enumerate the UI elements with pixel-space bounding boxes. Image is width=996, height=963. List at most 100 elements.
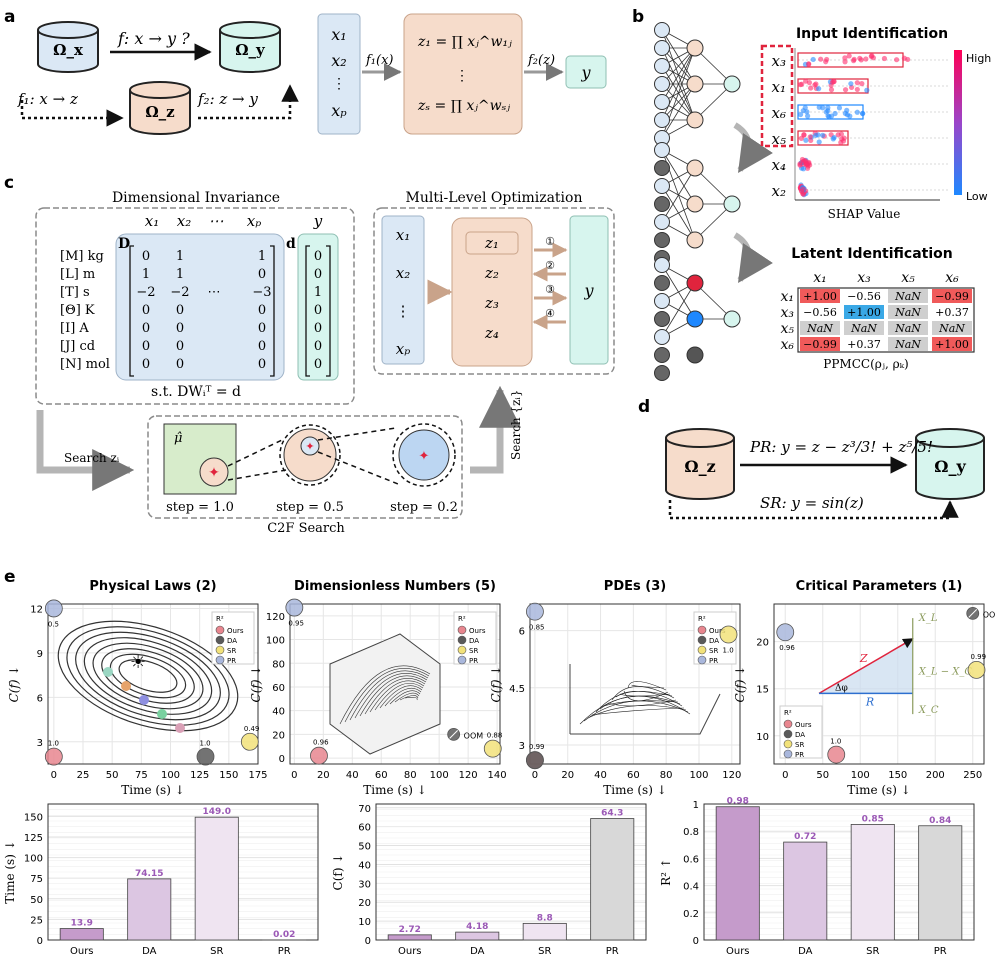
nn-input-node <box>654 40 670 56</box>
ppmcc-cell: +0.37 <box>935 306 969 319</box>
unit-label: [I] A <box>60 321 89 336</box>
bar-ytick: 60 <box>358 823 371 834</box>
shap-value-label: SHAP Value <box>828 207 901 221</box>
matrix-D-cell: 0 <box>142 303 150 318</box>
shap-point <box>863 56 869 62</box>
shap-point <box>830 136 836 142</box>
bar-ours <box>387 934 432 941</box>
scatter-point-ours <box>44 747 63 766</box>
nn-input-node <box>654 196 670 212</box>
surface-line <box>344 668 430 723</box>
matrix-col-head: xₚ <box>247 212 261 230</box>
f1-arrow <box>20 100 124 127</box>
shap-point <box>859 81 865 87</box>
pr-formula: PR: y = z − z³/3! + z⁵/5! <box>749 438 933 456</box>
legend-label: DA <box>709 637 719 645</box>
mlo-z: z₁ <box>484 234 499 252</box>
c2f-star: ✦ <box>305 440 314 453</box>
scatter-xtick: 60 <box>375 770 388 781</box>
nn-input-node <box>654 347 670 363</box>
bar-ytick: 75 <box>30 874 43 885</box>
legend-label: DA <box>795 731 805 739</box>
bar-ytick: 25 <box>30 915 43 926</box>
bar-ytick: 0.4 <box>683 882 699 893</box>
planet <box>121 681 131 691</box>
bar-ytick: 125 <box>24 833 43 844</box>
mlo-y-box <box>569 215 609 365</box>
bar-ytick: 0 <box>693 936 699 947</box>
shap-point <box>842 87 849 93</box>
scatter-ylabel: C(f) ↓ <box>733 666 747 703</box>
scatter-xtick: 175 <box>248 770 267 781</box>
pde-surface-line <box>591 707 685 716</box>
shap-point <box>806 80 813 86</box>
shap-point <box>831 79 837 85</box>
scatter-point-pr <box>285 598 304 617</box>
matrix-D-cell: 1 <box>176 249 184 264</box>
matrix-D-cell: 1 <box>142 267 150 282</box>
scatter-title: PDEs (3) <box>604 579 666 594</box>
ppmcc-cell-bg <box>800 337 840 351</box>
nn-input-node <box>654 275 670 291</box>
pde-surface-line <box>623 690 669 702</box>
legend-label: PR <box>227 657 236 665</box>
shap-feature-label: x₁ <box>772 78 786 96</box>
nn-input-node <box>654 257 670 273</box>
bar-value-label: 0.84 <box>929 816 951 826</box>
shap-point <box>806 61 812 67</box>
bar-category-label: Ours <box>726 946 750 957</box>
matrix-D-cell: 0 <box>258 339 266 354</box>
scatter-ytick: 20 <box>756 638 769 649</box>
ppmcc-cell-bg <box>932 321 972 335</box>
shap-point <box>854 86 860 93</box>
ppmcc-col-head: x₆ <box>945 270 959 286</box>
shap-point <box>816 104 822 110</box>
surface-line <box>384 688 422 707</box>
bar-ytick: 70 <box>358 804 371 815</box>
bracket <box>305 245 310 377</box>
unit-label: [N] mol <box>60 357 110 372</box>
nn-output-node <box>723 75 741 93</box>
scatter-point-label: 1.0 <box>723 646 734 654</box>
matrix-D-cell: 0 <box>142 357 150 372</box>
legend-label: Ours <box>227 627 244 635</box>
bar-value-label: 149.0 <box>203 807 231 817</box>
bar-ytick: 50 <box>30 895 43 906</box>
matrix-D-cell: 0 <box>176 303 184 318</box>
mlo-step-number: ③ <box>545 283 555 296</box>
ppmcc-col-head: x₃ <box>857 270 871 286</box>
c2f-zoom-line <box>227 469 287 481</box>
search-set-arrow <box>470 385 521 474</box>
surface-line <box>339 665 431 725</box>
output-y-box <box>565 55 607 89</box>
legend-marker <box>783 739 793 749</box>
bracket <box>129 245 134 377</box>
nn-input-node <box>654 365 670 381</box>
shap-point <box>801 132 807 138</box>
scatter-point-ours <box>827 745 846 764</box>
shap-point <box>842 55 848 61</box>
scatter-point-label: OOM <box>983 610 996 619</box>
scatter-xtick: 100 <box>851 770 870 781</box>
f2z-label: f₂(z) <box>527 53 555 68</box>
scatter-ytick: 20 <box>272 730 285 741</box>
pde-surface-line <box>631 684 665 689</box>
matrix-D-cell: 0 <box>176 357 184 372</box>
nn-hidden-node <box>686 159 704 177</box>
bar-ytick: 20 <box>358 898 371 909</box>
legend-marker <box>783 719 793 729</box>
bar-da <box>783 841 828 941</box>
constraint-label: s.t. DWᵢᵀ = d <box>151 384 241 400</box>
scatter-point-da <box>196 747 215 766</box>
nn-hidden-node <box>686 75 704 93</box>
orbit <box>57 620 239 732</box>
scatter-title: Physical Laws (2) <box>89 579 216 594</box>
neural-networks <box>654 22 741 381</box>
legend-label: SR <box>795 741 804 749</box>
shap-point <box>901 55 907 61</box>
ppmcc-col-head: x₅ <box>901 270 915 286</box>
c2f-dash-2 <box>279 424 341 486</box>
